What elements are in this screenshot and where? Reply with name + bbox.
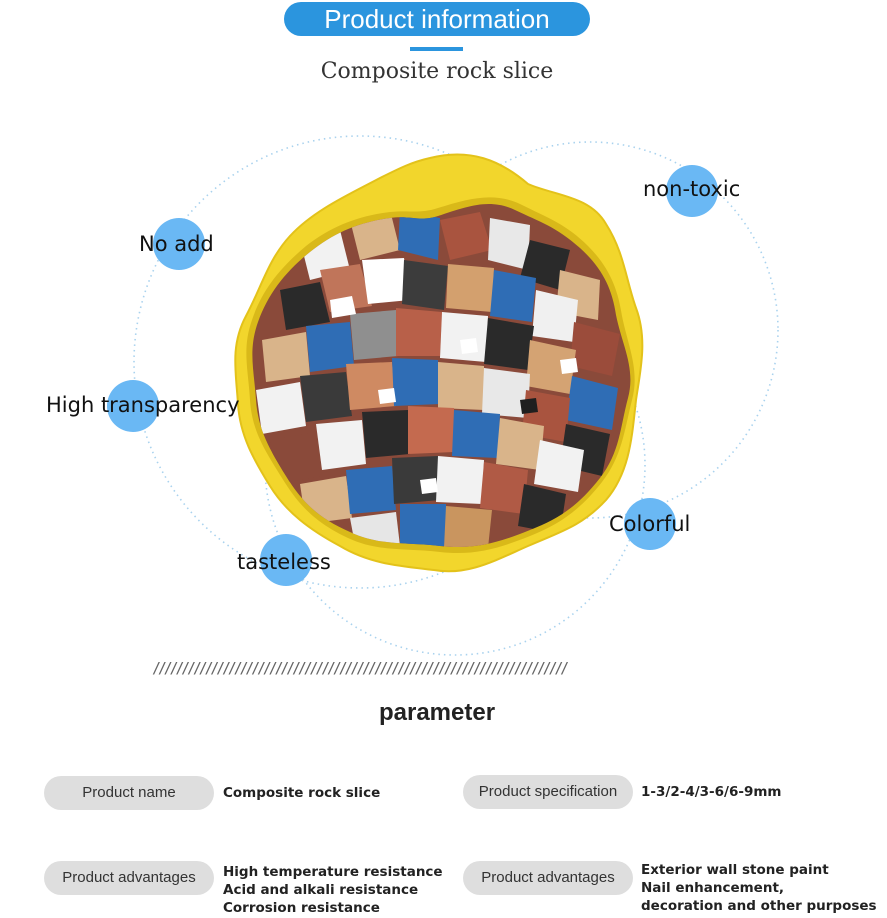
product-feature-diagram: non-toxic No add High transparency Color…	[0, 100, 887, 660]
feature-bubble	[666, 165, 718, 217]
param-label-product-advantages: Product advantages	[44, 861, 214, 895]
rock-slices	[252, 203, 631, 548]
param-value-product-name: Composite rock slice	[223, 785, 381, 801]
feature-bubble	[624, 498, 676, 550]
feature-bubble	[153, 218, 205, 270]
slash-divider: ////////////////////////////////////////…	[152, 659, 569, 677]
feature-label-non-toxic: non-toxic	[643, 177, 741, 201]
parameter-heading: parameter	[378, 699, 496, 726]
feature-label-colorful: Colorful	[609, 512, 691, 536]
product-photo	[234, 153, 644, 573]
orbit-ring	[264, 274, 646, 656]
param-value-product-specification: 1-3/2-4/3-6/6-9mm	[641, 784, 782, 800]
feature-label-no-add: No add	[139, 232, 214, 256]
param-value-product-uses: Exterior wall stone paint Nail enhanceme…	[641, 862, 877, 914]
feature-label-tasteless: tasteless	[237, 550, 331, 574]
param-label-product-name: Product name	[44, 776, 214, 810]
feature-label-high-transparency: High transparency	[46, 393, 240, 417]
feature-diagram-graphic	[107, 135, 779, 656]
param-label-product-specification: Product specification	[463, 775, 633, 809]
title-underline	[410, 47, 463, 51]
param-label-product-uses: Product advantages	[463, 861, 633, 895]
feature-bubbles	[107, 165, 718, 586]
feature-bubble	[260, 534, 312, 586]
section-title-pill: Product information	[284, 2, 590, 36]
product-subtitle: Composite rock slice	[320, 59, 554, 84]
param-value-product-advantages: High temperature resistance Acid and alk…	[223, 864, 443, 916]
feature-bubble	[107, 380, 159, 432]
orbit-ring	[401, 141, 779, 519]
